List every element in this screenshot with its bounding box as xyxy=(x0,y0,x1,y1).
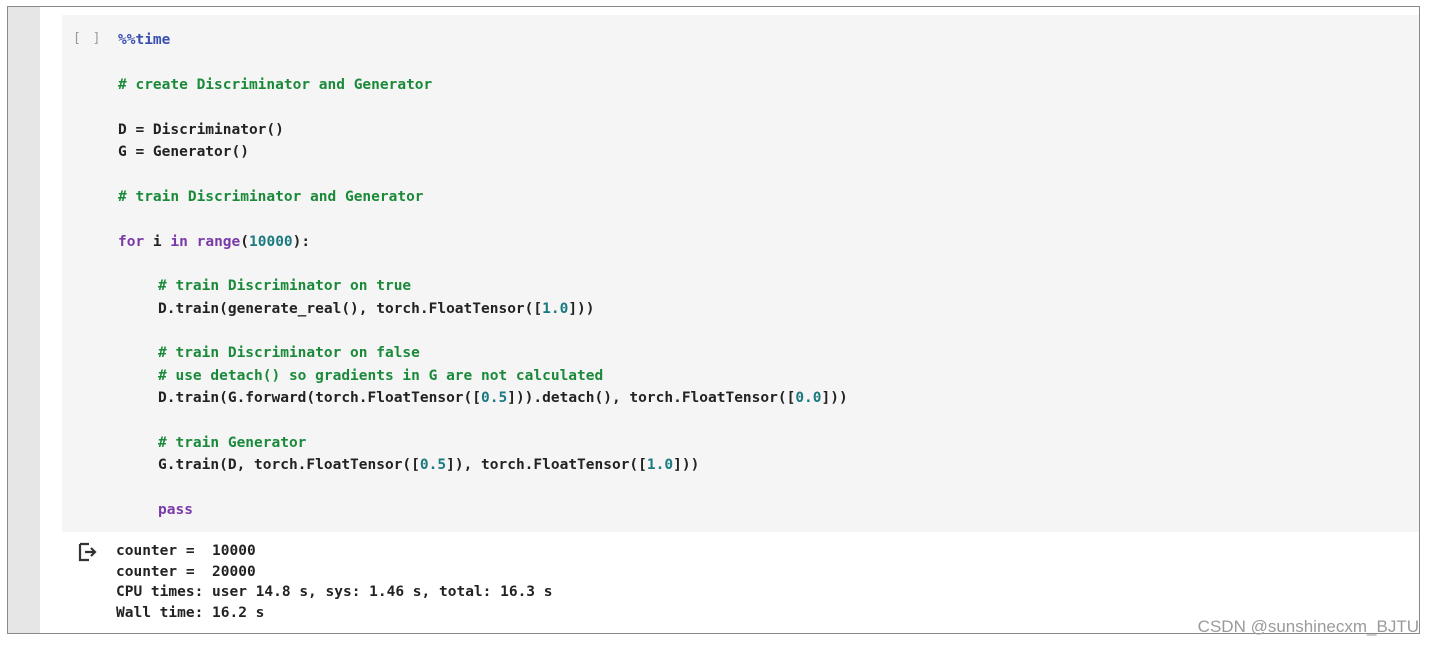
notebook-frame: [ ] %%time # create Discriminator and Ge… xyxy=(7,6,1420,634)
code-line: D.train(G.forward(torch.FloatTensor([0.5… xyxy=(118,387,848,409)
code-token-default: i xyxy=(144,233,171,250)
code-token-default: D = Discriminator() xyxy=(118,121,284,138)
code-line: # train Discriminator on true xyxy=(118,275,848,297)
code-token-comment: # train Discriminator on false xyxy=(158,345,420,362)
code-token-magic: %%time xyxy=(118,32,171,48)
code-line xyxy=(118,208,848,230)
code-token-default: ]), torch.FloatTensor([ xyxy=(446,457,647,474)
code-token-default: D.train(G.forward(torch.FloatTensor([ xyxy=(158,390,482,407)
code-line xyxy=(118,253,848,275)
code-line: %%time xyxy=(118,29,848,51)
code-editor[interactable]: %%time # create Discriminator and Genera… xyxy=(118,29,848,522)
code-line xyxy=(118,320,848,342)
code-token-default: ])) xyxy=(673,457,700,474)
code-line: for i in range(10000): xyxy=(118,231,848,253)
output-line: Wall time: 16.2 s xyxy=(116,604,265,621)
output-line: counter = 20000 xyxy=(116,563,256,580)
code-token-number: 1.0 xyxy=(646,457,674,474)
code-token-number: 1.0 xyxy=(542,300,569,317)
code-token-comment: # create Discriminator and Generator xyxy=(118,76,433,93)
code-cell-input[interactable] xyxy=(62,15,1419,532)
code-token-default xyxy=(188,234,197,250)
code-line xyxy=(118,51,848,73)
code-token-comment: # use detach() so gradients in G are not… xyxy=(158,367,604,384)
code-line: # train Discriminator and Generator xyxy=(118,186,848,208)
code-line: # create Discriminator and Generator xyxy=(118,74,848,96)
code-line: # use detach() so gradients in G are not… xyxy=(118,365,848,387)
code-token-default: ( xyxy=(240,233,249,250)
watermark: CSDN @sunshinecxm_BJTU xyxy=(1197,617,1419,636)
code-line: pass xyxy=(118,499,848,521)
code-token-default: ): xyxy=(292,233,311,250)
cell-run-button[interactable]: [ ] xyxy=(73,31,103,46)
code-line xyxy=(118,477,848,499)
code-line: D = Discriminator() xyxy=(118,119,848,141)
output-line: counter = 10000 xyxy=(116,543,256,559)
code-token-keyword: for xyxy=(118,233,145,250)
code-line: G.train(D, torch.FloatTensor([0.5]), tor… xyxy=(118,454,848,476)
code-line xyxy=(118,410,848,432)
code-token-comment: # train Discriminator on true xyxy=(158,278,412,295)
code-token-keyword: in xyxy=(170,233,188,250)
code-line: G = Generator() xyxy=(118,141,848,163)
code-line xyxy=(118,163,848,185)
output-line: CPU times: user 14.8 s, sys: 1.46 s, tot… xyxy=(116,584,553,600)
code-token-keyword: pass xyxy=(158,502,193,519)
code-line: # train Discriminator on false xyxy=(118,342,848,364)
code-token-number: 0.5 xyxy=(419,457,447,474)
code-line: D.train(generate_real(), torch.FloatTens… xyxy=(118,298,848,320)
code-token-default: ])).detach(), torch.FloatTensor([ xyxy=(507,390,796,407)
code-token-number: 0.0 xyxy=(795,390,822,407)
code-token-number: 0.5 xyxy=(481,390,508,407)
code-token-default: D.train(generate_real(), torch.FloatTens… xyxy=(158,300,543,317)
code-line xyxy=(118,96,848,118)
code-token-comment: # train Discriminator and Generator xyxy=(118,188,424,205)
code-token-default: G.train(D, torch.FloatTensor([ xyxy=(158,457,420,474)
code-token-comment: # train Generator xyxy=(158,435,307,452)
output-arrow-icon[interactable] xyxy=(76,541,98,563)
code-token-default: ])) xyxy=(821,390,848,407)
code-token-builtin: range xyxy=(196,233,241,250)
code-line: # train Generator xyxy=(118,432,848,454)
code-token-default: ])) xyxy=(568,300,595,317)
cell-gutter xyxy=(8,7,40,633)
code-token-number: 10000 xyxy=(249,233,293,250)
code-token-default: G = Generator() xyxy=(118,143,249,160)
